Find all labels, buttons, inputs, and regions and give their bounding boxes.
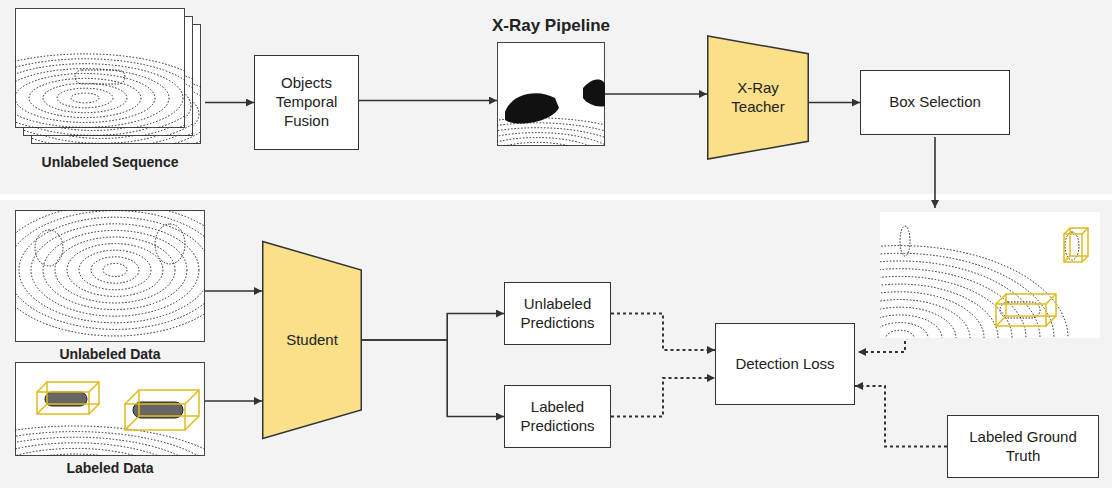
lidar-ring xyxy=(79,250,151,290)
node-label: Detection Loss xyxy=(735,355,834,374)
lidar-illustration xyxy=(15,8,205,150)
process-box: Labeled Ground Truth xyxy=(947,415,1099,478)
lidar-frame xyxy=(15,9,205,143)
image-ground xyxy=(880,212,1100,338)
loss-arrow xyxy=(855,386,947,447)
flow-arrow xyxy=(205,400,262,402)
object-points xyxy=(35,230,63,266)
bounding-box xyxy=(1064,228,1088,262)
lidar-ring xyxy=(858,315,942,361)
flow-arrow xyxy=(205,290,262,292)
lidar-ring xyxy=(15,210,205,336)
lidar-ring xyxy=(15,59,197,137)
lidar-illustration xyxy=(497,42,605,146)
lidar-ring xyxy=(15,211,205,330)
image-caption: Unlabeled Data xyxy=(59,346,160,362)
flow-arrow xyxy=(362,314,504,341)
flow-arrow xyxy=(362,340,504,417)
selection-arrow xyxy=(934,137,936,208)
lidar-frame xyxy=(15,210,205,342)
lidar-illustration xyxy=(15,210,205,342)
network-trapezoid: Student xyxy=(262,240,362,440)
node-label: Unlabeled Predictions xyxy=(512,295,603,333)
lidar-image: Labeled Data xyxy=(15,362,205,456)
process-box: Objects Temporal Fusion xyxy=(254,55,359,150)
flow-arrow xyxy=(359,100,497,102)
lidar-image: Unlabeled Sequence xyxy=(15,8,205,150)
process-box: Labeled Predictions xyxy=(504,385,611,448)
lidar-ring xyxy=(15,64,183,133)
node-label: X-Ray Teacher xyxy=(722,79,794,117)
lidar-ring xyxy=(31,224,199,316)
object-points xyxy=(155,224,185,264)
bounding-box xyxy=(37,382,99,414)
lidar-illustration xyxy=(15,362,205,456)
lidar-ring xyxy=(15,443,187,456)
image-caption: Unlabeled Sequence xyxy=(42,154,179,170)
process-box: Unlabeled Predictions xyxy=(504,282,611,345)
image-caption: Labeled Data xyxy=(66,460,153,476)
bounding-box xyxy=(996,294,1056,326)
lidar-ring xyxy=(497,133,605,146)
lidar-ring xyxy=(67,244,163,297)
lidar-ring xyxy=(15,437,203,456)
bottom-band xyxy=(0,200,1112,488)
lidar-ring xyxy=(15,432,205,456)
flow-arrow xyxy=(205,102,254,104)
lidar-ring xyxy=(15,454,155,456)
lidar-ring xyxy=(43,230,187,309)
process-box: Detection Loss xyxy=(715,323,855,405)
lidar-ring xyxy=(844,307,956,369)
object-points xyxy=(900,226,910,256)
lidar-ring xyxy=(15,69,169,128)
top-band xyxy=(0,0,1112,194)
flow-arrow xyxy=(809,102,860,104)
lidar-ring xyxy=(55,237,175,303)
lidar-ring xyxy=(91,257,139,283)
lidar-frame xyxy=(15,363,205,457)
lidar-ring xyxy=(497,123,605,146)
lidar-ring xyxy=(103,263,127,276)
fused-object xyxy=(505,93,559,123)
lidar-ring xyxy=(15,74,155,123)
node-label: Labeled Ground Truth xyxy=(955,428,1091,466)
lidar-ring xyxy=(71,93,99,103)
lidar-frame xyxy=(497,43,605,147)
lidar-ring xyxy=(57,88,113,108)
loss-arrow xyxy=(611,378,715,417)
node-label: Objects Temporal Fusion xyxy=(262,74,351,130)
lidar-ring xyxy=(15,54,205,142)
section-heading: X-Ray Pipeline xyxy=(492,16,610,36)
bounding-box xyxy=(125,390,199,430)
lidar-ring xyxy=(497,128,605,146)
lidar-ring xyxy=(872,323,928,354)
loss-arrow xyxy=(611,314,715,351)
lidar-ring xyxy=(886,330,914,345)
lidar-ring xyxy=(19,217,205,323)
pseudo-label-arrow xyxy=(858,341,905,352)
process-box: Box Selection xyxy=(860,70,1010,135)
fused-object xyxy=(583,80,605,107)
node-label: Labeled Predictions xyxy=(512,398,603,436)
object-points xyxy=(75,70,125,84)
network-trapezoid: X-Ray Teacher xyxy=(707,35,809,160)
node-label: Student xyxy=(286,331,338,350)
lidar-image: Unlabeled Data xyxy=(15,210,205,342)
flow-arrow xyxy=(605,93,707,95)
lidar-image: X-Ray Pipeline xyxy=(497,42,605,146)
lidar-ring xyxy=(497,142,593,146)
node-label: Box Selection xyxy=(889,93,981,112)
lidar-ring xyxy=(43,83,127,112)
